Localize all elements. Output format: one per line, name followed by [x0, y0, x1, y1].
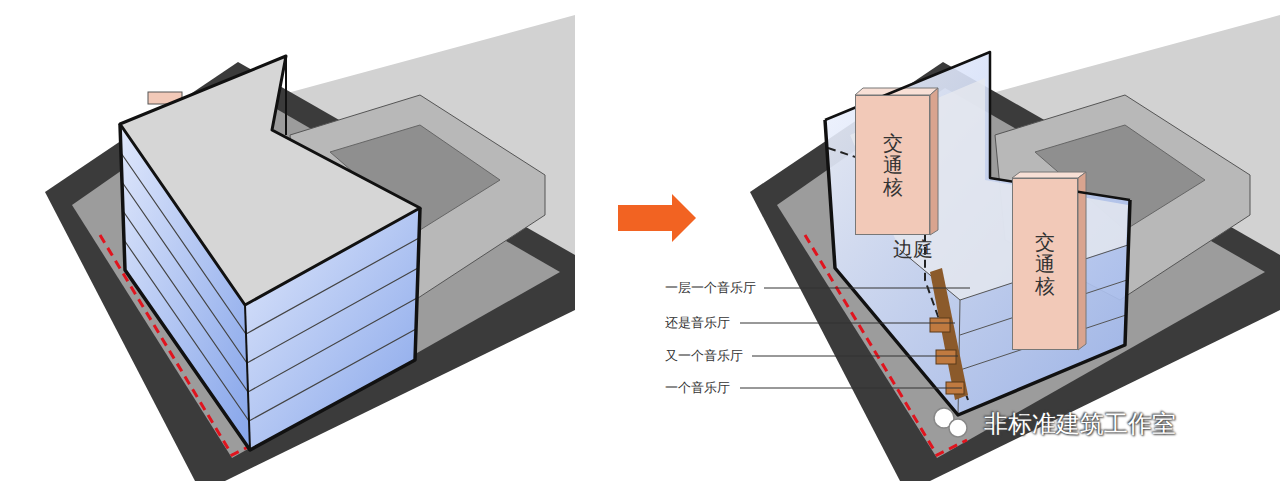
- floor-label: 又一个音乐厅: [665, 347, 743, 365]
- atrium-label: 边庭: [893, 238, 913, 260]
- floor-label: 一层一个音乐厅: [665, 279, 756, 297]
- node-text: 交通核: [883, 132, 903, 198]
- floor-label: 还是音乐厅: [665, 314, 730, 332]
- watermark: 非标准建筑工作室: [984, 408, 1176, 440]
- traffic-core-box: 交通核: [1012, 178, 1078, 350]
- traffic-core-box: 交通核: [855, 95, 930, 235]
- floor-label: 一个音乐厅: [665, 379, 730, 397]
- node-text: 交通核: [1035, 231, 1055, 297]
